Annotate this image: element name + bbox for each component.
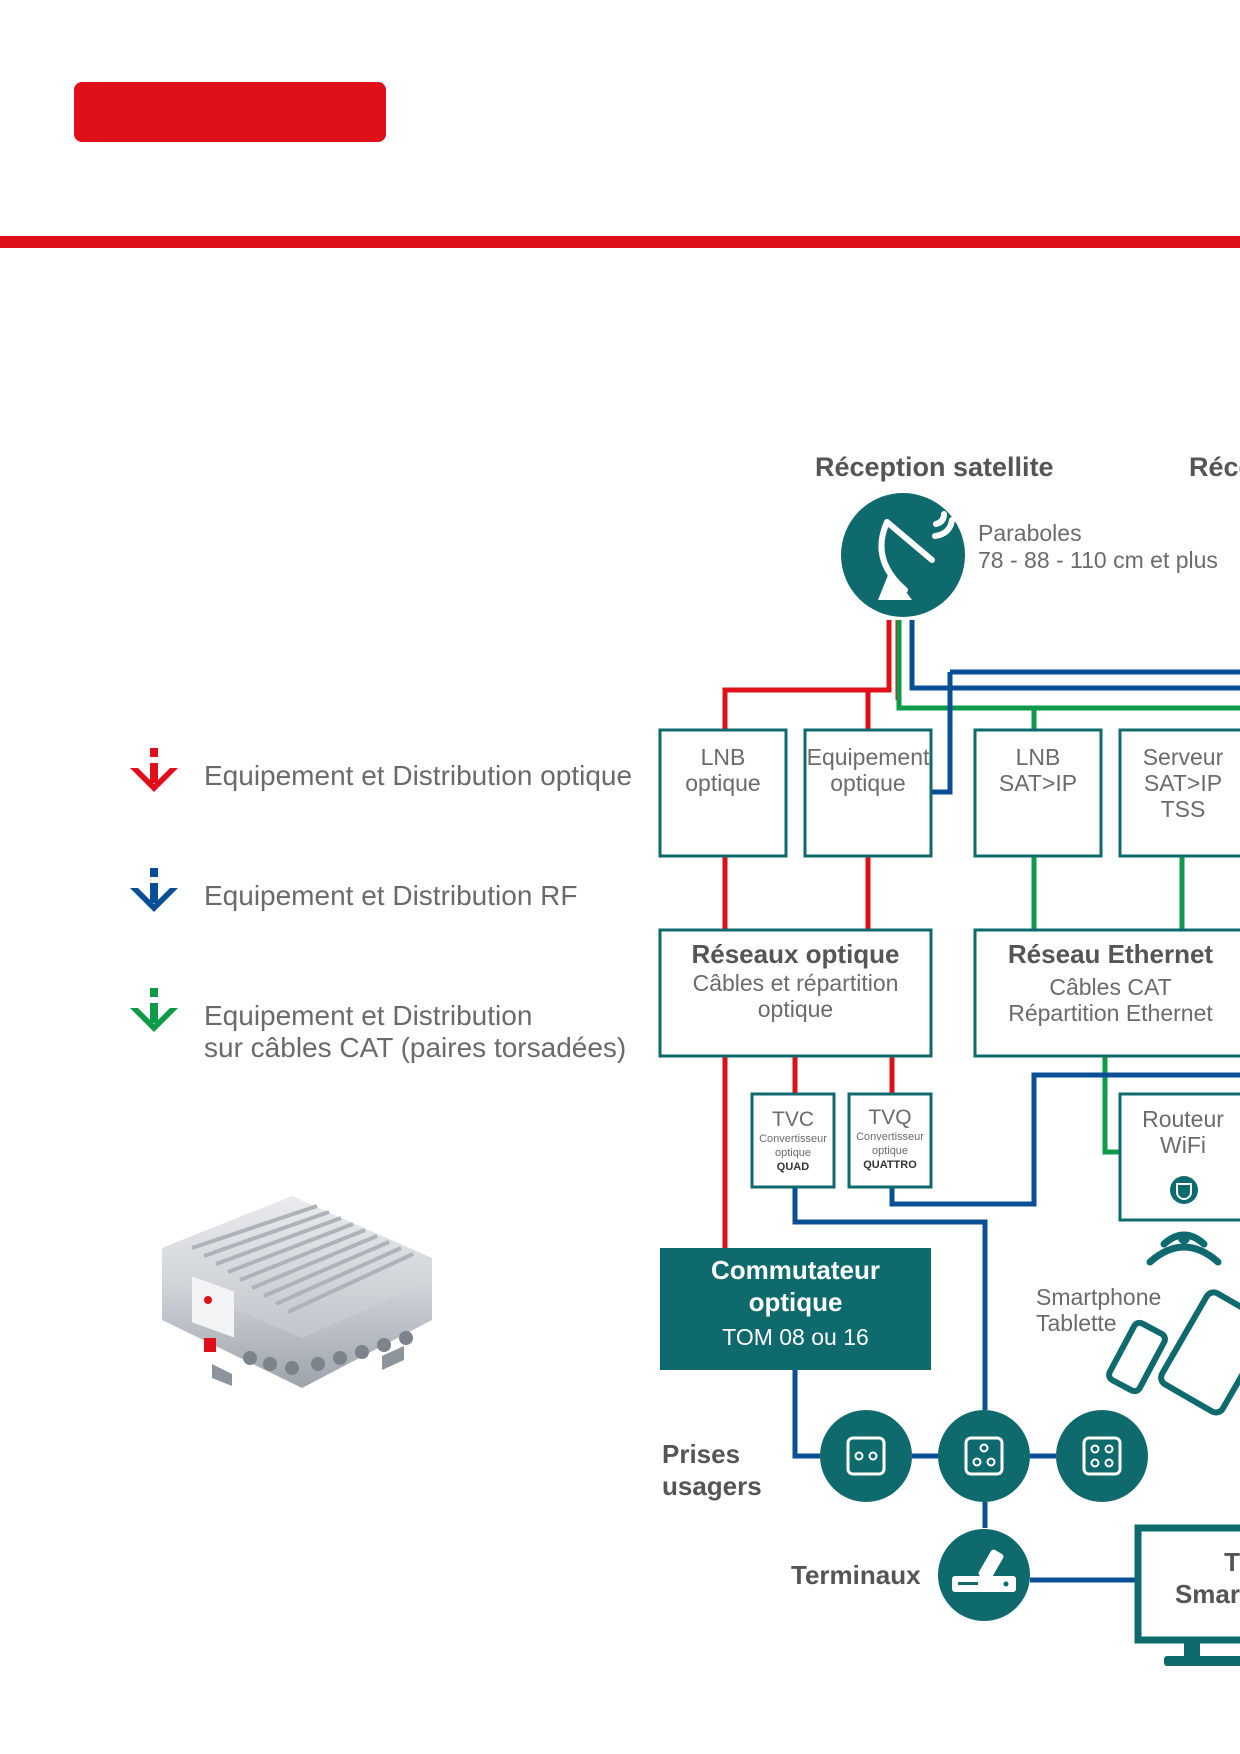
commutateur-optique-text: Commutateur optique TOM 08 ou 16: [710, 1255, 880, 1350]
lnb-satip-box: [973, 728, 1103, 858]
set-top-box-icon: [952, 1549, 1016, 1592]
red-line-to-lnb-optique: [722, 620, 892, 730]
blue-line-to-right: [909, 620, 1240, 691]
blue-line-commutateur-to-prise: [792, 1370, 820, 1459]
blue-down-arrow-icon: [130, 868, 178, 912]
terminaux-label: Terminaux: [791, 1560, 921, 1590]
smartphone-tablet-icon: [1106, 1289, 1240, 1416]
blue-line-tvq-to-right: [889, 1072, 1240, 1207]
prise-4-ports: [1056, 1410, 1148, 1502]
tvq-text: TVQ Convertisseur optique QUATTRO: [856, 1106, 924, 1171]
optical-switch-device-illustration: [162, 1196, 432, 1388]
blue-line-tvc-to-prise: [792, 1187, 988, 1410]
reseaux-optique-text: Réseaux optique Câbles et répartition op…: [691, 939, 900, 1022]
legend-cat-label-line2: sur câbles CAT (paires torsadées): [204, 1032, 627, 1063]
paraboles-label: Paraboles 78 - 88 - 110 cm et plus: [978, 520, 1218, 573]
tvc-box: [750, 1092, 836, 1189]
equipement-optique-box: [803, 728, 933, 858]
green-down-arrow-icon: [130, 988, 178, 1032]
green-line-to-routeur: [1102, 1056, 1120, 1155]
red-line-to-equipement-optique: [865, 687, 889, 730]
legend-optique-label: Equipement et Distribution optique: [204, 760, 633, 791]
serveur-satip-box: [1118, 728, 1240, 858]
header-red-rule: [0, 236, 1240, 248]
lnb-optique-box: [658, 728, 788, 858]
green-line-to-lnb-satip: [896, 620, 1037, 730]
reseau-ethernet-text: Réseau Ethernet Câbles CAT Répartition E…: [1007, 939, 1214, 1026]
reception-satellite-heading: Réception satellite: [815, 452, 1054, 482]
reseaux-optique-box: [658, 928, 933, 1058]
header-red-tab: [74, 82, 386, 142]
legend-rf-label: Equipement et Distribution RF: [204, 880, 578, 911]
legend-cat-label-line1: Equipement et Distribution: [204, 1000, 533, 1031]
tvq-box: [847, 1092, 933, 1189]
commutateur-optique-box: [660, 1248, 931, 1370]
prise-3-ports: [938, 1410, 1030, 1502]
reception-cut-heading: Réce: [1189, 452, 1240, 482]
smart-tv-frame: [1134, 1524, 1240, 1644]
smart-tv-stand: [1164, 1656, 1240, 1666]
prise-2-ports: [820, 1410, 912, 1502]
red-down-arrow-icon: [130, 748, 178, 792]
blue-line-to-equipement: [932, 672, 953, 795]
reseau-ethernet-box: [973, 928, 1240, 1058]
tvc-text: TVC Convertisseur optique QUAD: [759, 1108, 827, 1173]
